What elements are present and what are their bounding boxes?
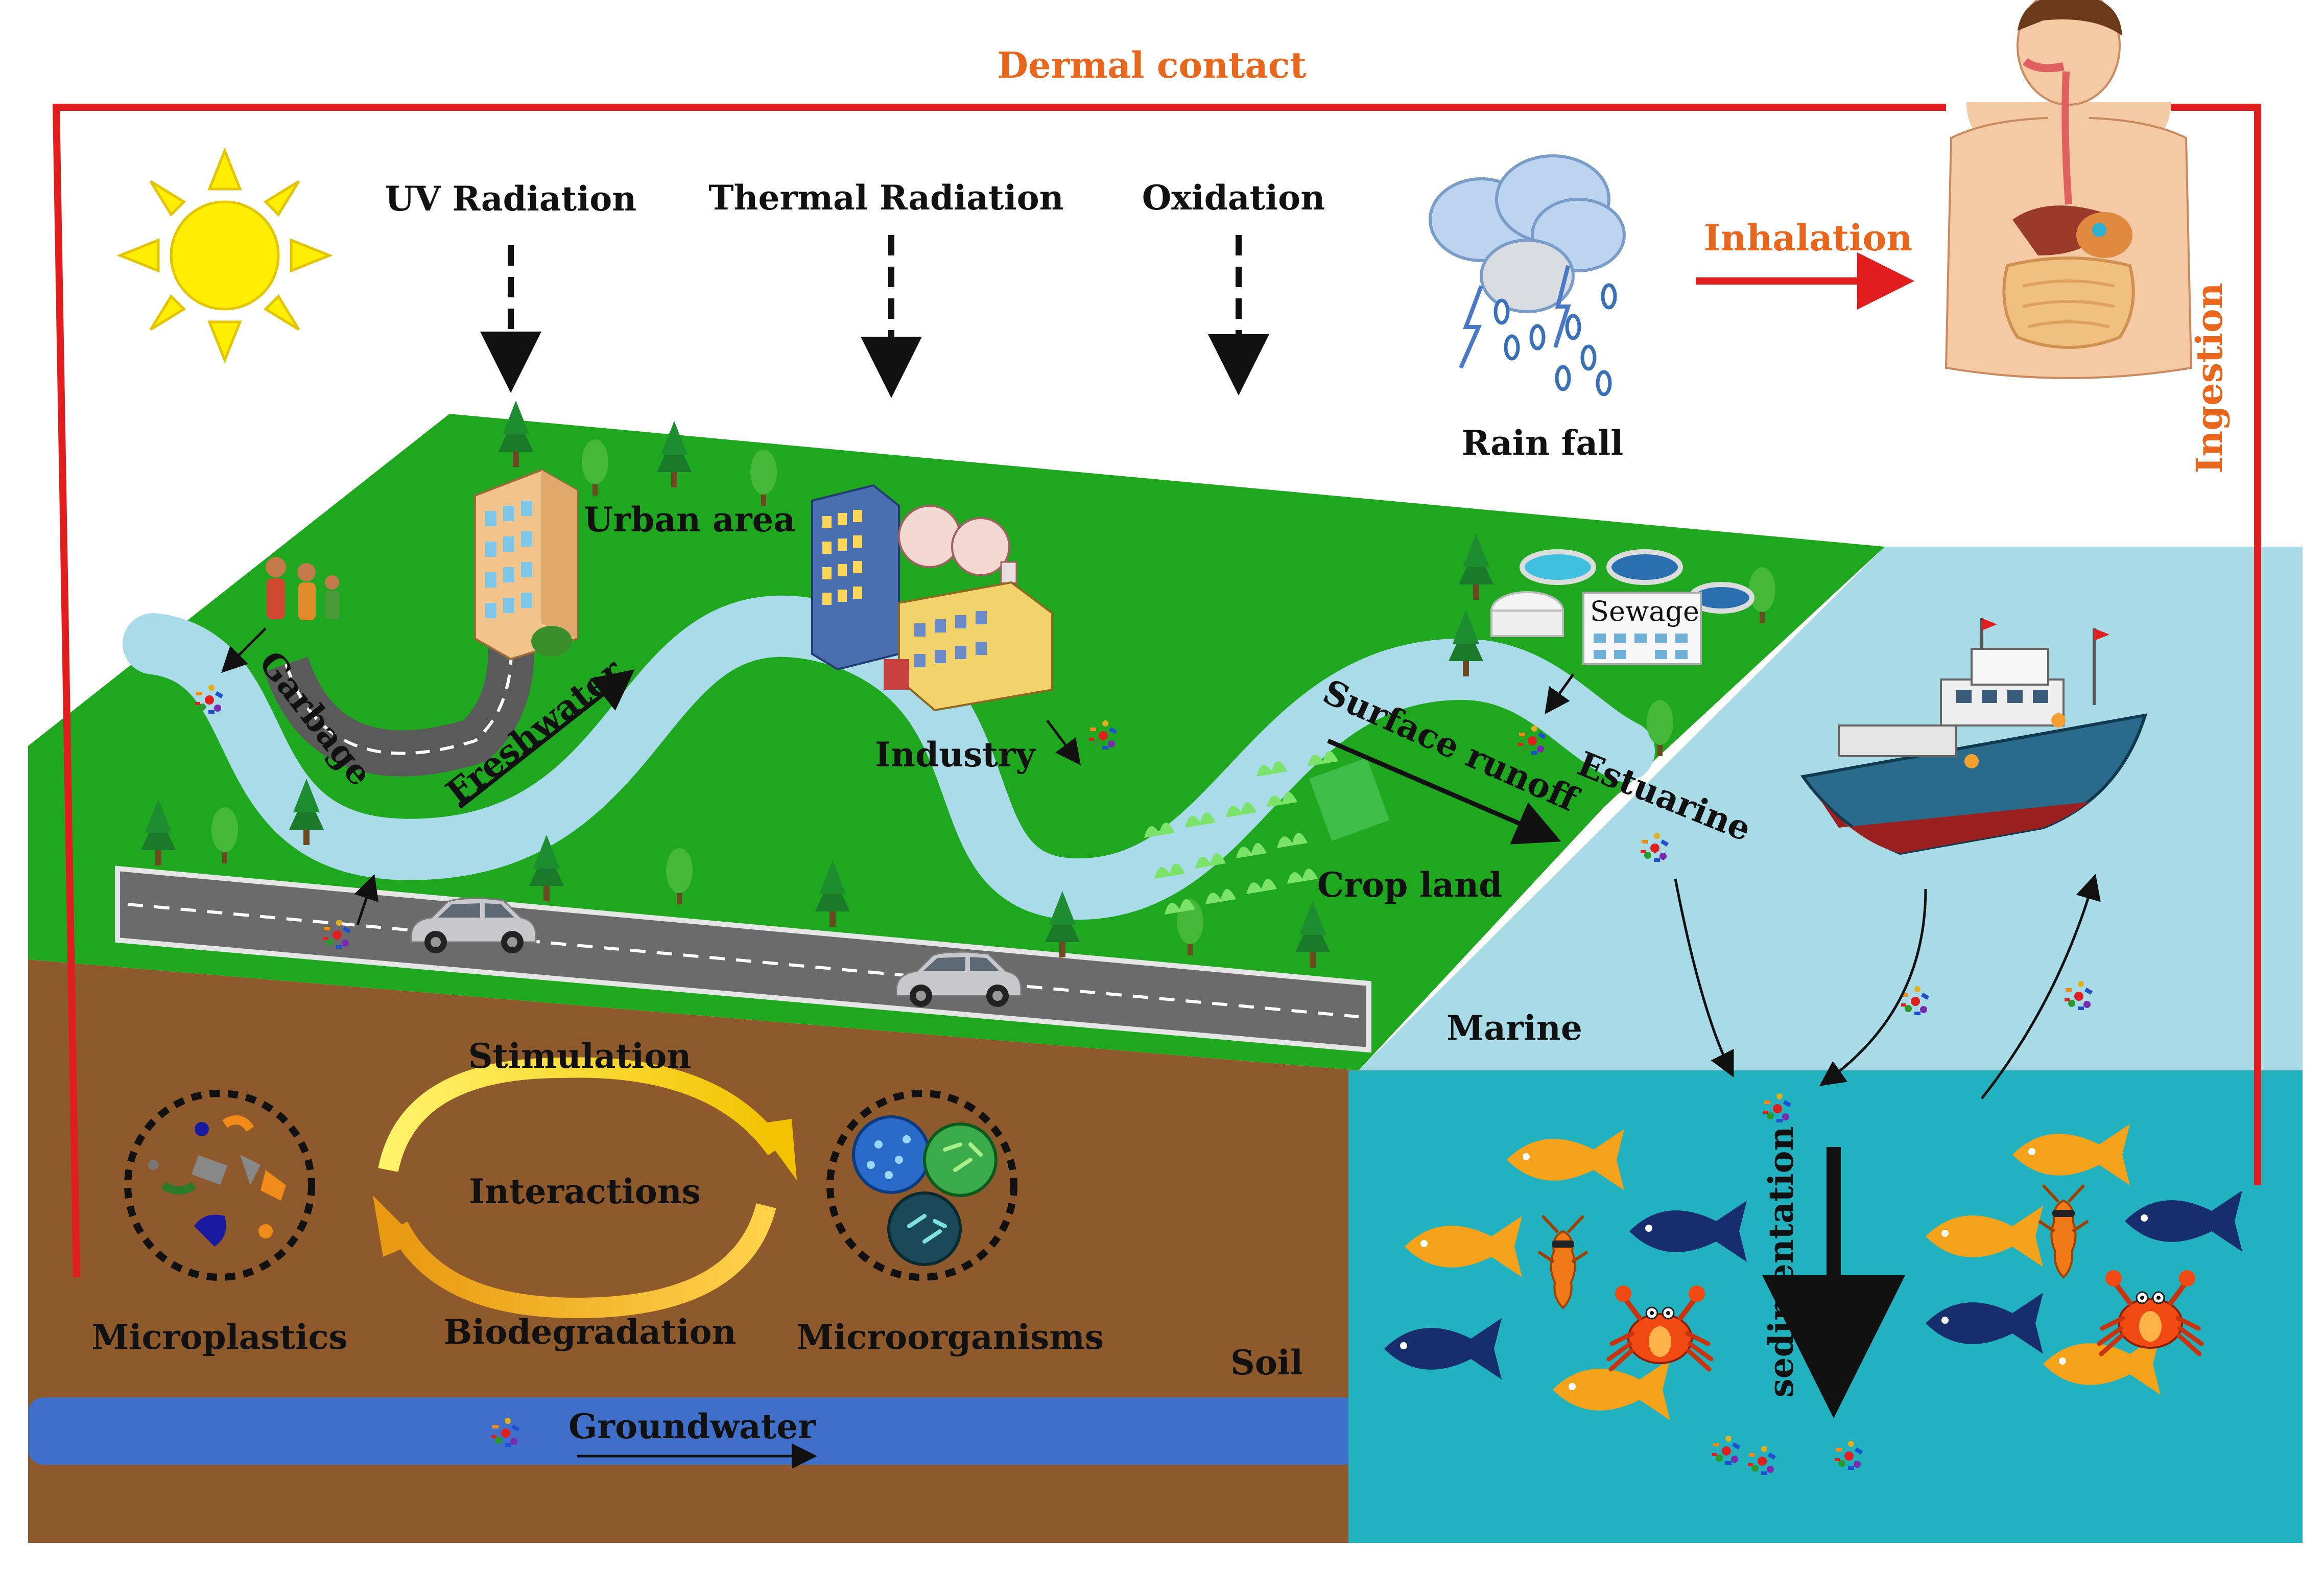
microplastics-label: Microplastics <box>91 1317 347 1357</box>
exposure-pathways <box>52 104 2261 1278</box>
factory-icon <box>811 484 1053 712</box>
soil-region <box>28 959 1359 1543</box>
human-body-icon <box>1944 0 2193 379</box>
industry-label: Industry <box>875 735 1036 775</box>
crop-land-label: Crop land <box>1317 865 1502 905</box>
microorganisms-label: Microorganisms <box>796 1317 1104 1357</box>
groundwater-label: Groundwater <box>568 1407 816 1446</box>
urban-area-label: Urban area <box>584 500 796 540</box>
biodegradation-arrow <box>389 1203 776 1319</box>
sewage-label: Sewage <box>1590 595 1699 627</box>
uv-radiation-label: UV Radiation <box>385 179 636 219</box>
greenhouse <box>1309 758 1390 841</box>
flow-arrows <box>221 235 2101 1469</box>
sun-icon <box>116 147 333 364</box>
ingestion-label: Ingestion <box>2188 283 2231 473</box>
stimulation-label: Stimulation <box>468 1036 691 1076</box>
sewage-plant-icon <box>1490 549 1754 665</box>
soil-label: Soil <box>1230 1343 1303 1383</box>
microorganisms-circle <box>826 1090 1017 1281</box>
oxidation-label: Oxidation <box>1142 178 1325 218</box>
sedimentation-label: sedimentation <box>1761 1127 1801 1398</box>
crop-plants <box>1144 751 1338 915</box>
people-icon <box>266 557 340 620</box>
building-icon <box>474 469 578 661</box>
dermal-contact-label: Dermal contact <box>997 44 1306 86</box>
marine-label: Marine <box>1446 1008 1582 1048</box>
rain-fall-label: Rain fall <box>1462 423 1623 463</box>
road-center-line <box>127 903 1359 1018</box>
inhalation-label: Inhalation <box>1704 217 1912 259</box>
groundwater-band <box>28 1397 1359 1465</box>
interactions-label: Interactions <box>469 1172 701 1211</box>
ship-icon <box>1800 618 2148 855</box>
biodegradation-label: Biodegradation <box>443 1312 736 1352</box>
microplastics-circle <box>124 1090 315 1281</box>
stimulation-arrow <box>378 1057 785 1173</box>
rain-cloud-icon <box>1429 154 1626 396</box>
thermal-radiation-label: Thermal Radiation <box>708 178 1063 218</box>
